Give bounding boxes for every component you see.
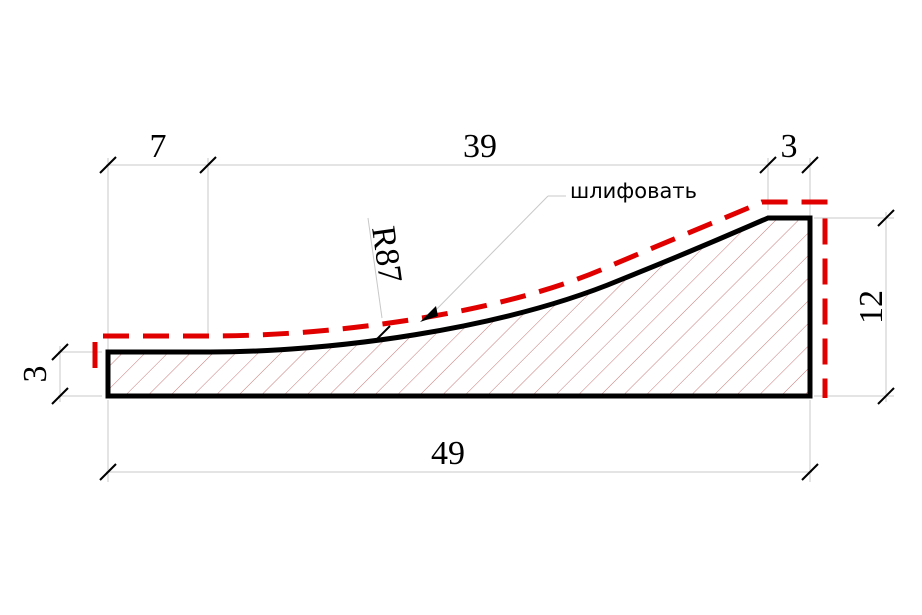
dim-49: 49: [431, 435, 465, 472]
grinding-line: [92, 199, 828, 398]
tick-bottom-left: [99, 463, 117, 481]
tick-right-bottom: [877, 387, 895, 405]
tick-top-7: [199, 156, 217, 174]
note-arrow: [420, 306, 438, 322]
tick-top-right: [801, 156, 819, 174]
dim-12: 12: [853, 290, 890, 324]
tick-left-bottom: [51, 387, 69, 405]
tick-right-top: [877, 209, 895, 227]
dim-3-left: 3: [17, 366, 54, 383]
profile-section: [105, 215, 813, 399]
tick-top-left: [99, 156, 117, 174]
tick-bottom-right: [801, 463, 819, 481]
grinding-note: шлифовать: [570, 179, 697, 203]
radius-leader: [367, 217, 383, 319]
dimension-lines: [58, 158, 894, 482]
note-leader: [427, 195, 549, 319]
tick-top-39: [759, 156, 777, 174]
dim-3-top: 3: [781, 128, 798, 165]
dim-radius: R87: [364, 224, 409, 285]
dim-7: 7: [150, 128, 167, 165]
dimension-ticks: [51, 156, 895, 481]
tick-left-top: [51, 343, 69, 361]
dim-39: 39: [463, 128, 497, 165]
